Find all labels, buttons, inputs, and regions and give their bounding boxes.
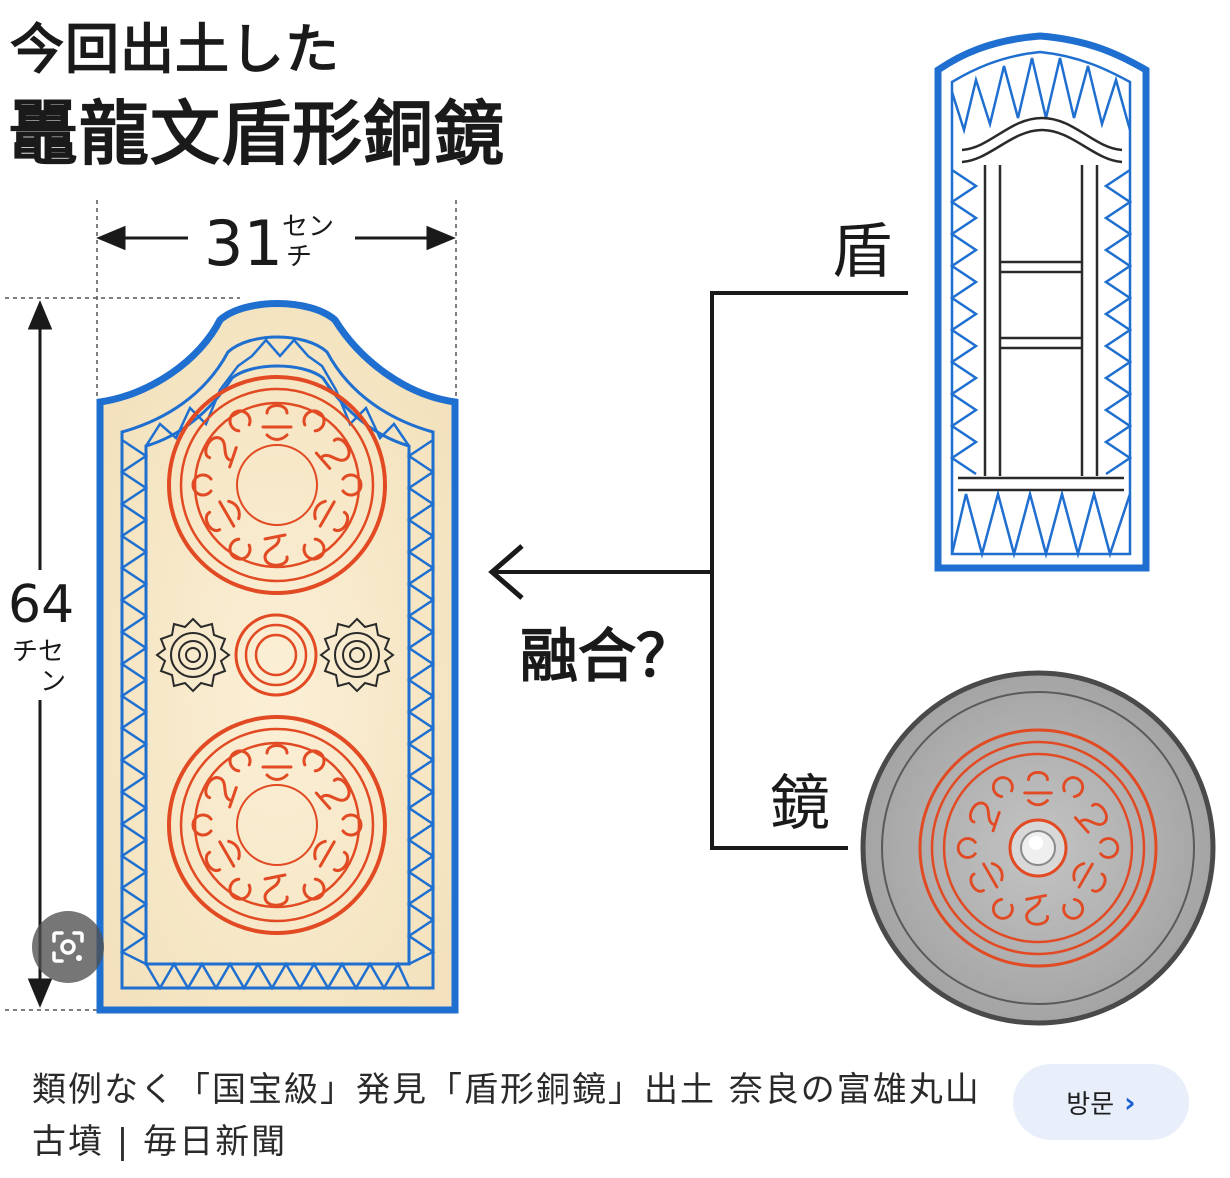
chevron-right-icon: › <box>1124 1085 1136 1119</box>
figure-title-line-1: 今回出土した <box>10 18 340 81</box>
google-lens-button[interactable] <box>32 911 104 983</box>
height-unit-line1: チセ <box>12 637 64 667</box>
shield-mirror-illustration <box>96 300 459 1014</box>
visit-button[interactable]: 방문 › <box>1013 1064 1189 1140</box>
width-dimension-arrow <box>96 225 456 251</box>
source-article-title-link[interactable]: 類例なく「国宝級」発見「盾形銅鏡」出土 奈良の富雄丸山古墳 | 毎日新聞 <box>32 1070 981 1162</box>
width-unit-top: セン <box>282 212 334 242</box>
figure-title-line-2: 鼉龍文盾形銅鏡 <box>8 93 505 175</box>
google-lens-icon <box>52 931 84 963</box>
width-unit-bottom: チ <box>286 242 312 272</box>
shield-label: 盾 <box>832 217 892 287</box>
visit-button-label: 방문 <box>1066 1089 1115 1120</box>
round-mirror-illustration <box>860 670 1216 1026</box>
fusion-label: 融合？ <box>520 622 694 690</box>
article-figure: 31 セン チ 64 チセ ン <box>5 32 1216 1026</box>
height-value: 64 <box>8 575 74 635</box>
result-caption-bar: 類例なく「国宝級」発見「盾形銅鏡」出土 奈良の富雄丸山古墳 | 毎日新聞 방문 … <box>0 1060 1230 1178</box>
shield-illustration <box>934 32 1150 572</box>
height-unit-line2: ン <box>40 667 66 697</box>
width-value: 31 <box>204 207 283 280</box>
mirror-label: 鏡 <box>770 769 830 839</box>
connector-lines <box>488 291 908 850</box>
